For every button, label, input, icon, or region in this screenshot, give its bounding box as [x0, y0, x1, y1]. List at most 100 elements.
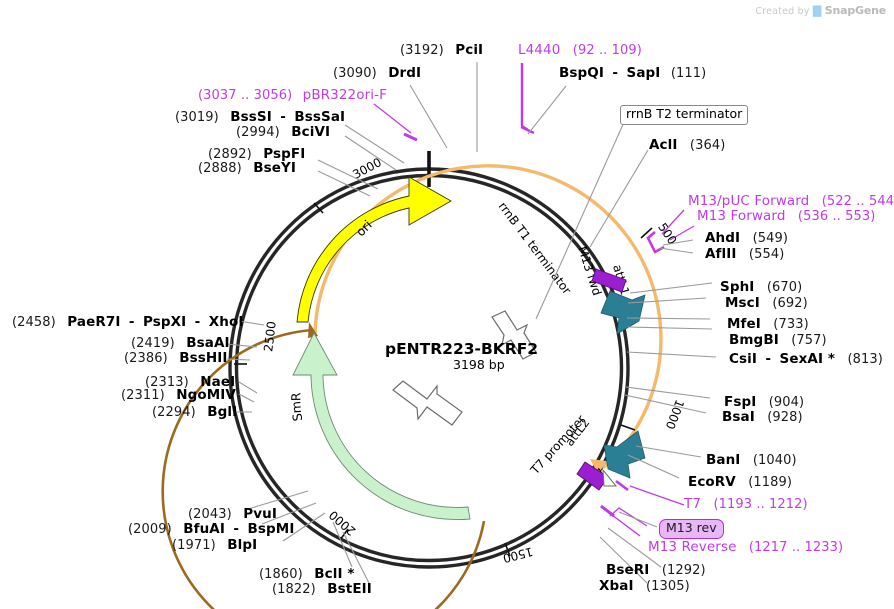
enzyme-position: (2994) [236, 125, 280, 140]
enzyme-label-mscI[interactable]: MscI (692) [725, 295, 808, 311]
enzyme-label-ahdI[interactable]: AhdI (549) [705, 231, 789, 246]
enzyme-label-sphI[interactable]: SphI (670) [720, 279, 803, 295]
feature-smr: SmR [288, 332, 471, 520]
enzyme-name-alt: SapI [626, 65, 661, 81]
enzyme-position: (1822) [272, 582, 316, 597]
enzyme-label-drdI[interactable]: (3090) DrdI [333, 66, 421, 81]
brown-backbone-arc [161, 322, 486, 609]
enzyme-label-mfeI[interactable]: MfeI (733) [727, 317, 809, 332]
enzyme-name: NaeI [200, 374, 236, 390]
enzyme-label-bsaAI[interactable]: (2419) BsaAI [131, 335, 230, 351]
enzyme-label-banI[interactable]: BanI (1040) [706, 453, 797, 468]
enzyme-position: (670) [766, 280, 803, 295]
enzyme-name: BclI * [314, 566, 355, 582]
enzyme-name: SphI [720, 279, 755, 295]
enzyme-label-bclI[interactable]: (1860) BclI * [259, 566, 355, 582]
enzyme-separator: - [233, 521, 240, 537]
enzyme-position: (733) [773, 317, 809, 332]
enzyme-position: (549) [752, 231, 789, 246]
enzyme-name: BsaAI [186, 335, 230, 351]
enzyme-label-fspI[interactable]: FspI (904) [724, 395, 804, 410]
enzyme-label-ngoMIV[interactable]: (2311) NgoMIV [121, 387, 236, 403]
enzyme-name-alt-2: XhoI [208, 314, 244, 330]
enzyme-label-bfuAI-bspMI[interactable]: (2009) BfuAI - BspMI [128, 521, 295, 537]
enzyme-name-alt: BspMI [247, 521, 295, 537]
feature-label-rrnb-t1: rrnB T1 terminator [496, 199, 574, 297]
enzyme-label-bseYI[interactable]: (2888) BseYI [198, 160, 297, 176]
primer-name: M13 Forward [697, 208, 786, 224]
feature-callout-rrnb-t2-terminator[interactable]: rrnB T2 terminator [620, 105, 749, 125]
tick-label-2500: 2500 [261, 320, 279, 352]
enzyme-position: (2294) [152, 405, 196, 420]
enzyme-position: (1971) [172, 538, 216, 553]
primer-name: M13 Reverse [648, 539, 737, 555]
primer-bar-m13-reverse [600, 504, 648, 537]
enzyme-position: (2458) [12, 315, 56, 330]
enzyme-name: BsaI [722, 409, 755, 425]
enzyme-position: (2892) [208, 147, 252, 162]
enzyme-name-alt: SexAI * [779, 351, 836, 367]
primer-bar-l4440 [520, 63, 535, 135]
enzyme-name: PciI [455, 42, 484, 58]
enzyme-separator-2: - [194, 314, 201, 330]
primer-bar-pbr322ori-f [373, 103, 418, 142]
enzyme-position: (554) [748, 247, 785, 262]
enzyme-position: (1860) [259, 567, 303, 582]
primer-label-pbr322ori-f[interactable]: (3037 .. 3056) pBR322ori-F [198, 88, 387, 103]
enzyme-position: (2386) [124, 351, 168, 366]
enzyme-label-bstEII[interactable]: (1822) BstEII [272, 581, 372, 597]
enzyme-label-naeI[interactable]: (2313) NaeI [145, 374, 236, 390]
enzyme-label-bglI[interactable]: (2294) BglI [152, 405, 237, 420]
enzyme-label-bsaI[interactable]: BsaI (928) [722, 409, 803, 425]
enzyme-name: EcoRV [688, 474, 736, 490]
svg-text:rrnB T1 terminator: rrnB T1 terminator [496, 199, 574, 297]
enzyme-label-bmgBI[interactable]: BmgBI (757) [729, 332, 827, 348]
primer-label-m13-reverse[interactable]: M13 Reverse (1217 .. 1233) [648, 539, 843, 555]
enzyme-position: (813) [847, 352, 883, 367]
enzyme-name: PvuI [243, 506, 277, 522]
primer-name: T7 [684, 496, 702, 512]
primer-label-m13-forward[interactable]: M13 Forward (536 .. 553) [697, 208, 876, 224]
enzyme-label-bssSI-bssSaI[interactable]: (3019) BssSI - BssSaI [175, 110, 345, 125]
enzyme-label-bssHII[interactable]: (2386) BssHII [124, 350, 228, 366]
enzyme-label-pspFI[interactable]: (2892) PspFI [208, 147, 305, 162]
primer-label-l4440[interactable]: L4440 (92 .. 109) [518, 43, 642, 58]
primer-badge-m13-rev[interactable]: M13 rev [659, 519, 724, 539]
enzyme-label-bseRI[interactable]: BseRI (1292) [606, 562, 706, 578]
enzyme-label-paeR7I-pspXI-xhoI[interactable]: (2458) PaeR7I - PspXI - XhoI [12, 314, 244, 330]
primer-range: (536 .. 553) [797, 209, 876, 224]
enzyme-name: BssHII [179, 350, 228, 366]
enzyme-label-aclI[interactable]: AclI (364) [649, 137, 725, 153]
enzyme-name: BseYI [253, 160, 297, 176]
feature-label-smr: SmR [288, 392, 305, 422]
enzyme-separator: - [765, 351, 772, 367]
primer-range: (522 .. 544) [821, 194, 894, 209]
enzyme-label-csiI-sexAI[interactable]: CsiI - SexAI * (813) [729, 351, 883, 367]
primer-label-m13-puc-forward[interactable]: M13/pUC Forward (522 .. 544) [688, 194, 894, 209]
enzyme-label-aflII[interactable]: AflII (554) [705, 247, 785, 262]
enzyme-position: (1040) [752, 453, 797, 468]
feature-rrnb-t2-terminator-glyph [491, 310, 537, 360]
enzyme-name: AclI [649, 137, 678, 153]
enzyme-label-blpI[interactable]: (1971) BlpI [172, 538, 257, 553]
enzyme-label-bspQI-sapI[interactable]: BspQI - SapI (111) [559, 65, 706, 81]
snapgene-watermark: Created by ▇ SnapGene [755, 4, 886, 17]
enzyme-name: MscI [725, 295, 760, 311]
enzyme-label-xbaI[interactable]: XbaI (1305) [599, 578, 690, 594]
enzyme-label-pvuI[interactable]: (2043) PvuI [188, 506, 277, 522]
enzyme-name: XbaI [599, 578, 634, 594]
enzyme-label-bciVI[interactable]: (2994) BciVI [236, 125, 330, 140]
enzyme-name: NgoMIV [176, 387, 236, 403]
plasmid-size: 3198 bp [453, 357, 505, 372]
enzyme-label-ecoRV[interactable]: EcoRV (1189) [688, 474, 792, 490]
enzyme-position: (2419) [131, 336, 175, 351]
enzyme-name: BmgBI [729, 332, 779, 348]
enzyme-position: (1305) [646, 579, 690, 594]
enzyme-name: BseRI [606, 562, 650, 578]
enzyme-label-pciI[interactable]: (3192) PciI [400, 42, 484, 58]
primer-label-t7[interactable]: T7 (1193 .. 1212) [684, 496, 808, 512]
enzyme-position: (1292) [661, 563, 706, 578]
enzyme-name: BstEII [327, 581, 372, 597]
